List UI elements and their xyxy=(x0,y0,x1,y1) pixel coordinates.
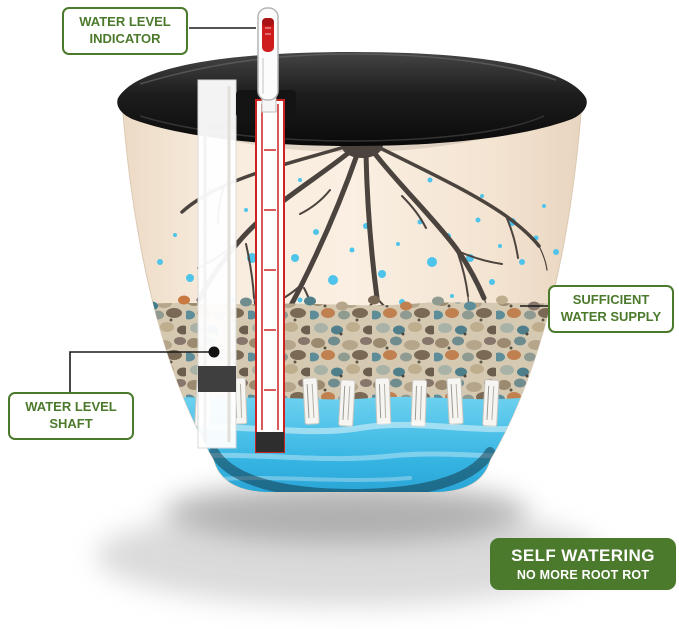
connector-lines xyxy=(69,27,548,392)
sufficient-water-supply-label: SUFFICIENT WATER SUPPLY xyxy=(548,285,674,333)
pot-shadow xyxy=(96,482,600,606)
label-text: INDICATOR xyxy=(89,30,161,46)
indicator-tube-graphic xyxy=(255,99,285,453)
water-layer xyxy=(122,394,582,492)
label-text: WATER SUPPLY xyxy=(560,308,662,324)
label-text: SHAFT xyxy=(49,415,93,431)
label-text: WATER LEVEL xyxy=(79,14,171,29)
water-level-shaft-label: WATER LEVEL SHAFT xyxy=(8,392,134,440)
label-text: SUFFICIENT xyxy=(572,292,650,307)
pot-rim xyxy=(117,52,587,146)
water-level-indicator-graphic xyxy=(257,7,279,113)
shaft-connector-dot xyxy=(208,346,220,358)
water-level-shaft-graphic xyxy=(197,79,237,449)
self-watering-badge: SELF WATERING NO MORE ROOT ROT xyxy=(490,538,676,590)
water-level-indicator-label: WATER LEVEL INDICATOR xyxy=(62,7,188,55)
badge-subtitle: NO MORE ROOT ROT xyxy=(516,568,650,582)
badge-title: SELF WATERING xyxy=(511,546,655,565)
label-text: WATER LEVEL xyxy=(25,399,117,414)
